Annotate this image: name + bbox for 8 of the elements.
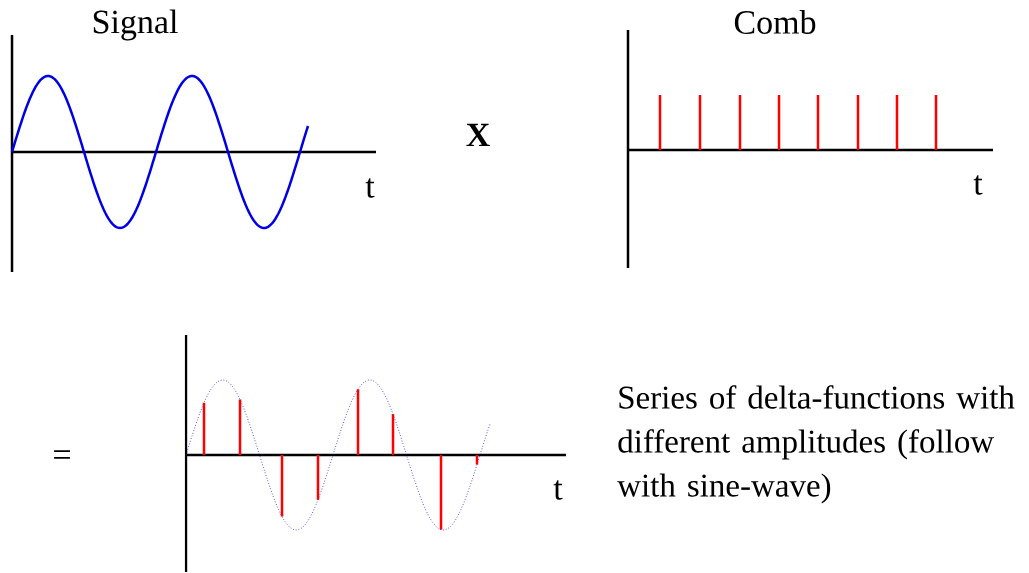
note-text: Series of delta-functions with different amplitudes (follow with sine-wave) [617, 385, 1015, 504]
axis-label: t [973, 175, 983, 195]
operator-symbol: = [54, 450, 70, 459]
operator-symbol: X [466, 123, 490, 147]
axis-label: t [365, 178, 375, 198]
plot-title: Signal [93, 9, 178, 41]
plot-title: Comb [734, 10, 816, 34]
axis-label: t [553, 480, 563, 500]
